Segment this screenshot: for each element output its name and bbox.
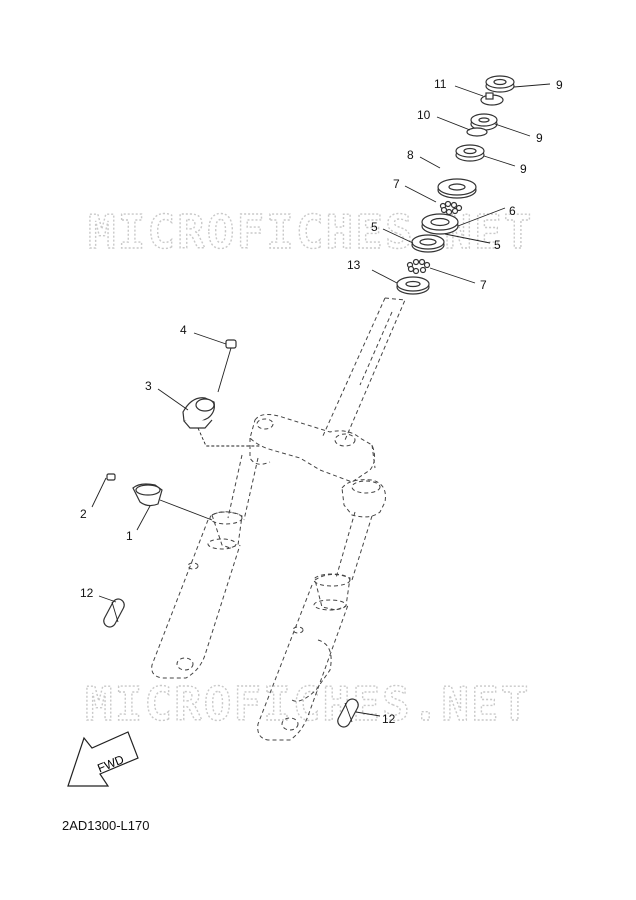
callout-5-left: 5 (371, 220, 378, 234)
callout-2: 2 (80, 507, 87, 521)
callout-12-left: 12 (80, 586, 94, 600)
steering-stem (249, 297, 406, 518)
ball-race-upper (439, 200, 463, 216)
callout-4: 4 (180, 323, 187, 337)
callout-1: 1 (126, 529, 133, 543)
callout-7-upper: 7 (393, 177, 400, 191)
watermark-bottom: MICROFICHES.NET (85, 677, 530, 731)
cable-guide (182, 397, 215, 429)
bearing-cover (437, 178, 477, 199)
ring-nut-lower (455, 144, 485, 162)
watermark-top: MICROFICHES.NET (88, 205, 533, 259)
callout-10: 10 (417, 108, 431, 122)
callout-9-mid: 9 (536, 131, 543, 145)
callout-9-lower: 9 (520, 162, 527, 176)
lower-race (411, 234, 445, 253)
callout-6: 6 (509, 204, 516, 218)
dust-seal (396, 276, 430, 295)
clip-right (337, 698, 359, 728)
callout-13: 13 (347, 258, 361, 272)
ring-nut-mid (470, 113, 498, 131)
clip-left (103, 598, 125, 628)
ball-race-lower (406, 258, 431, 275)
guide-leader (197, 427, 260, 447)
callout-5-right: 5 (494, 238, 501, 252)
lock-washer (480, 92, 504, 106)
fwd-arrow: FWD (67, 731, 139, 787)
fork-leg-left (151, 454, 259, 679)
leader-lines (91, 83, 551, 717)
callout-9-top: 9 (556, 78, 563, 92)
screw (106, 473, 116, 481)
fork-leg-right (257, 511, 373, 741)
steering-stack (396, 75, 515, 295)
bolt (217, 339, 237, 393)
callout-7-lower: 7 (480, 278, 487, 292)
callout-8: 8 (407, 148, 414, 162)
callout-11: 11 (434, 77, 447, 91)
upper-race (421, 213, 459, 235)
callout-12-right: 12 (382, 712, 396, 726)
ring-nut-top (485, 75, 515, 93)
callout-3: 3 (145, 379, 152, 393)
diagram-code: 2AD1300-L170 (62, 818, 150, 833)
washer (466, 127, 488, 137)
hose-clamp (132, 483, 163, 507)
callouts: 11 9 10 9 8 9 7 6 5 5 13 7 4 3 2 1 12 12 (80, 77, 563, 726)
